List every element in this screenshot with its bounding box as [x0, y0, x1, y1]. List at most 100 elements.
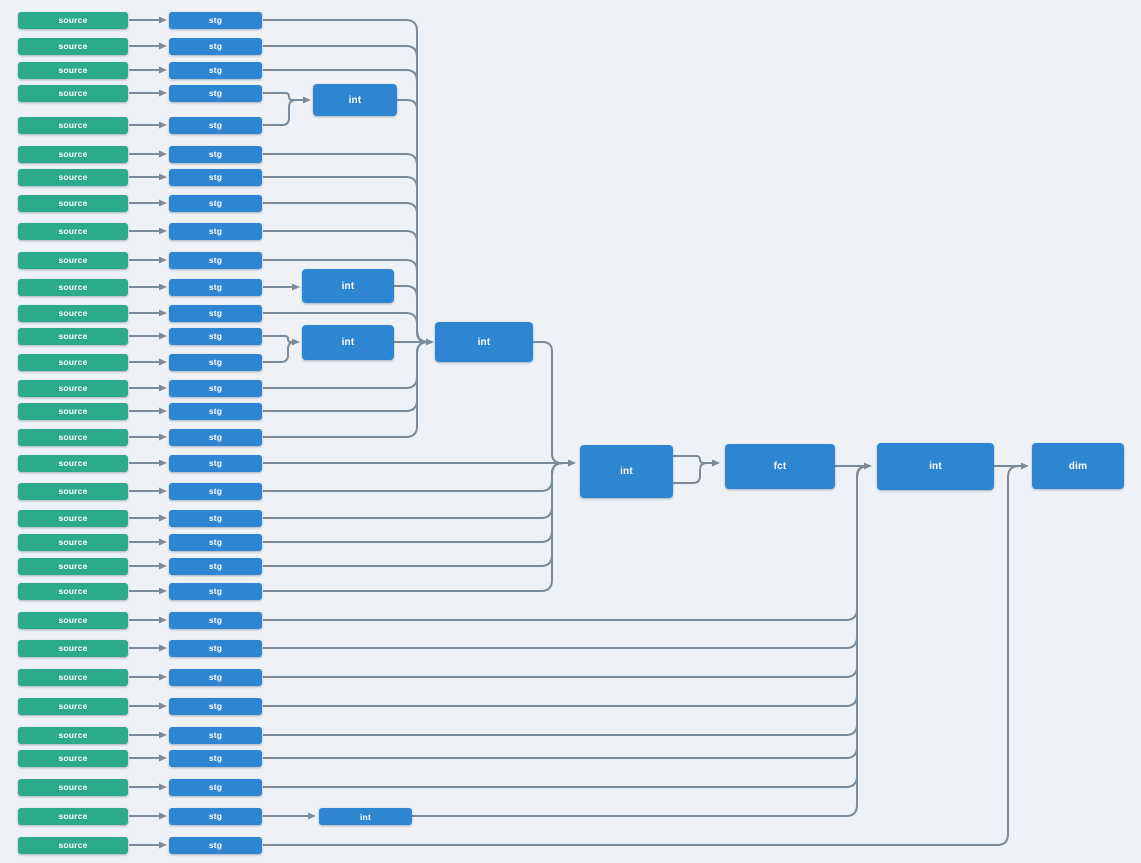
arrowhead-icon: [159, 702, 167, 710]
source-node[interactable]: source: [18, 639, 128, 657]
source-node[interactable]: source: [18, 11, 128, 29]
arrowhead-icon: [159, 673, 167, 681]
source-node[interactable]: source: [18, 251, 128, 269]
node-label: source: [58, 537, 88, 547]
source-node[interactable]: source: [18, 836, 128, 854]
stg-node[interactable]: stg: [169, 37, 262, 55]
stg-node[interactable]: stg: [169, 582, 262, 600]
node-label: source: [58, 331, 88, 341]
source-node[interactable]: source: [18, 379, 128, 397]
stg-node[interactable]: stg: [169, 84, 262, 102]
stg-node[interactable]: stg: [169, 278, 262, 296]
node-label: stg: [208, 643, 223, 653]
node-label: stg: [208, 88, 223, 98]
source-node[interactable]: source: [18, 611, 128, 629]
stg-node[interactable]: stg: [169, 697, 262, 715]
stg-node[interactable]: stg: [169, 668, 262, 686]
stg-node[interactable]: stg: [169, 251, 262, 269]
source-node[interactable]: source: [18, 807, 128, 825]
stg-node[interactable]: stg: [169, 482, 262, 500]
source-node[interactable]: source: [18, 168, 128, 186]
source-node[interactable]: source: [18, 557, 128, 575]
stg-node[interactable]: stg: [169, 194, 262, 212]
edge-path: [533, 341, 568, 464]
fct-node[interactable]: fct: [725, 444, 835, 489]
node-label: source: [58, 383, 88, 393]
edge-path: [263, 462, 568, 592]
source-node[interactable]: source: [18, 304, 128, 322]
node-label: source: [58, 255, 88, 265]
stg-node[interactable]: stg: [169, 379, 262, 397]
int-post-node[interactable]: int: [877, 443, 994, 490]
node-label: source: [58, 15, 88, 25]
stg-node[interactable]: stg: [169, 353, 262, 371]
source-node[interactable]: source: [18, 697, 128, 715]
source-node[interactable]: source: [18, 61, 128, 79]
source-node[interactable]: source: [18, 327, 128, 345]
stg-node[interactable]: stg: [169, 749, 262, 767]
int-join-node[interactable]: int: [580, 445, 673, 498]
edge-path: [263, 99, 303, 126]
stg-node[interactable]: stg: [169, 327, 262, 345]
node-label: stg: [208, 701, 223, 711]
int-top-node[interactable]: int: [313, 84, 397, 116]
arrowhead-icon: [159, 66, 167, 74]
source-node[interactable]: source: [18, 482, 128, 500]
node-label: source: [58, 615, 88, 625]
source-node[interactable]: source: [18, 116, 128, 134]
dim-node[interactable]: dim: [1032, 443, 1124, 489]
node-label: int: [360, 811, 371, 822]
node-label: source: [58, 643, 88, 653]
source-node[interactable]: source: [18, 533, 128, 551]
node-label: stg: [208, 753, 223, 763]
stg-node[interactable]: stg: [169, 726, 262, 744]
source-node[interactable]: source: [18, 194, 128, 212]
source-node[interactable]: source: [18, 778, 128, 796]
arrowhead-icon: [159, 309, 167, 317]
stg-node[interactable]: stg: [169, 61, 262, 79]
stg-node[interactable]: stg: [169, 168, 262, 186]
stg-node[interactable]: stg: [169, 402, 262, 420]
source-node[interactable]: source: [18, 402, 128, 420]
stg-node[interactable]: stg: [169, 428, 262, 446]
source-node[interactable]: source: [18, 668, 128, 686]
source-node[interactable]: source: [18, 454, 128, 472]
stg-node[interactable]: stg: [169, 778, 262, 796]
source-node[interactable]: source: [18, 37, 128, 55]
stg-node[interactable]: stg: [169, 116, 262, 134]
arrowhead-icon: [159, 384, 167, 392]
source-node[interactable]: source: [18, 582, 128, 600]
node-label: int: [477, 336, 491, 348]
stg-node[interactable]: stg: [169, 807, 262, 825]
int-small-node[interactable]: int: [319, 808, 412, 825]
int-b-node[interactable]: int: [302, 325, 394, 360]
source-node[interactable]: source: [18, 726, 128, 744]
source-node[interactable]: source: [18, 749, 128, 767]
source-node[interactable]: source: [18, 428, 128, 446]
node-label: source: [58, 811, 88, 821]
stg-node[interactable]: stg: [169, 509, 262, 527]
stg-node[interactable]: stg: [169, 533, 262, 551]
stg-node[interactable]: stg: [169, 639, 262, 657]
source-node[interactable]: source: [18, 278, 128, 296]
int-a-node[interactable]: int: [302, 269, 394, 303]
source-node[interactable]: source: [18, 222, 128, 240]
stg-node[interactable]: stg: [169, 454, 262, 472]
stg-node[interactable]: stg: [169, 222, 262, 240]
edge-path: [263, 465, 869, 759]
stg-node[interactable]: stg: [169, 145, 262, 163]
stg-node[interactable]: stg: [169, 836, 262, 854]
source-node[interactable]: source: [18, 145, 128, 163]
node-label: int: [341, 280, 355, 292]
int-main-node[interactable]: int: [435, 322, 533, 362]
stg-node[interactable]: stg: [169, 11, 262, 29]
source-node[interactable]: source: [18, 353, 128, 371]
stg-node[interactable]: stg: [169, 304, 262, 322]
source-node[interactable]: source: [18, 509, 128, 527]
edge-path: [263, 92, 303, 101]
edge-path: [263, 465, 869, 788]
stg-node[interactable]: stg: [169, 557, 262, 575]
stg-node[interactable]: stg: [169, 611, 262, 629]
source-node[interactable]: source: [18, 84, 128, 102]
